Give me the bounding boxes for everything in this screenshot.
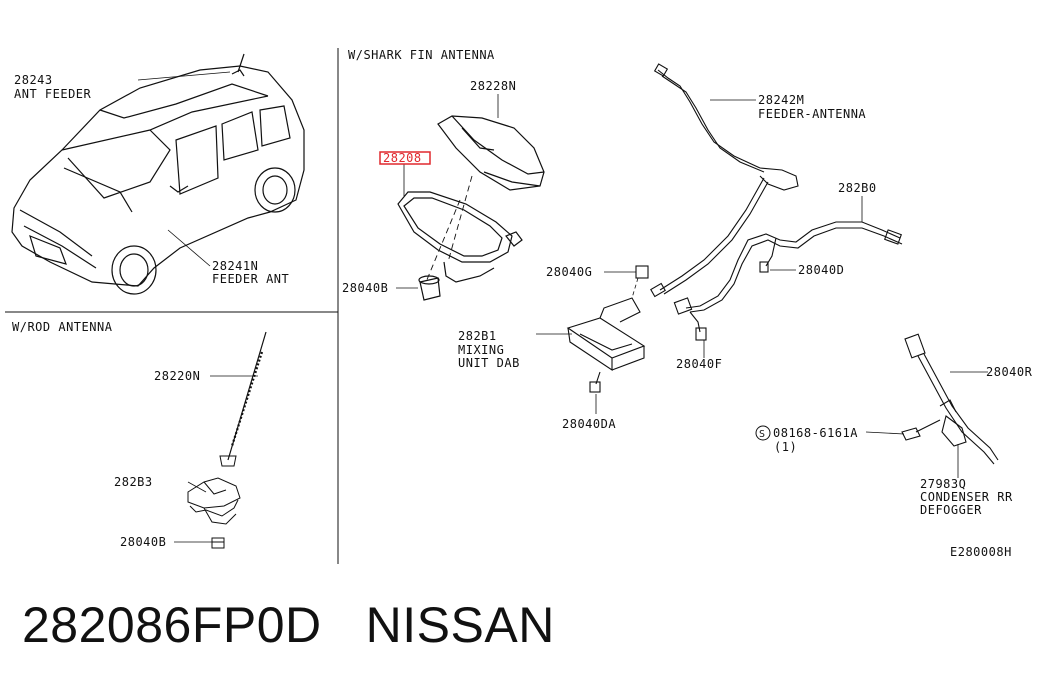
shark-fin-cover-illustration: [437, 115, 545, 191]
figure-code: E280008H: [950, 545, 1012, 559]
callout-rod[interactable]: 28220N: [154, 369, 200, 383]
callout-clip-d[interactable]: 28040D: [798, 263, 844, 277]
condenser-rr-defogger-illustration: [901, 333, 999, 465]
callout-bolt-qty: (1): [774, 440, 797, 454]
callout-mixing-line1: MIXING: [458, 343, 504, 357]
bolt-symbol: S: [759, 429, 766, 440]
brand-name: NISSAN: [365, 597, 555, 653]
antenna-harness: [673, 221, 903, 341]
callout-harness[interactable]: 282B0: [838, 181, 877, 195]
callout-condenser-number[interactable]: 27983Q: [920, 477, 966, 491]
callout-feeder-antenna-number[interactable]: 28242M: [758, 93, 804, 107]
callout-clip-da[interactable]: 28040DA: [562, 417, 616, 431]
rod-antenna-illustration: [187, 331, 267, 549]
part-number: 282086FP0D: [22, 597, 322, 653]
feeder-antenna-cable: [650, 63, 799, 298]
callout-condenser-line2: DEFOGGER: [920, 503, 982, 517]
callout-clip-f[interactable]: 28040F: [676, 357, 722, 371]
shark-fin-antenna-illustration: [397, 191, 523, 301]
callout-ant-feeder-name: ANT FEEDER: [14, 87, 92, 101]
panel-label-shark-fin: W/SHARK FIN ANTENNA: [348, 48, 495, 62]
callout-condenser-line1: CONDENSER RR: [920, 490, 1013, 504]
selected-part-highlight[interactable]: [379, 151, 431, 165]
mixing-unit-illustration: [566, 265, 649, 393]
callout-feeder-antenna-name: FEEDER-ANTENNA: [758, 107, 866, 121]
callout-clip-g[interactable]: 28040G: [546, 265, 592, 279]
callout-rod-base[interactable]: 282B3: [114, 475, 153, 489]
panel-label-rod: W/ROD ANTENNA: [12, 320, 113, 334]
callout-fin-clip[interactable]: 28040B: [342, 281, 388, 295]
callout-mixing-number[interactable]: 282B1: [458, 329, 497, 343]
callout-mixing-line2: UNIT DAB: [458, 356, 520, 370]
callout-rod-clip[interactable]: 28040B: [120, 535, 166, 549]
vehicle-illustration: [11, 53, 305, 295]
callout-fin-antenna[interactable]: 28208: [383, 151, 422, 165]
callout-feeder-ant-name: FEEDER ANT: [212, 272, 289, 286]
footer-title: 282086FP0D NISSAN: [22, 596, 599, 654]
callout-bolt[interactable]: 08168-6161A: [773, 426, 858, 440]
callout-fin-cover[interactable]: 28228N: [470, 79, 516, 93]
callout-feeder-ant-number[interactable]: 28241N: [212, 259, 258, 273]
callout-ant-feeder-number[interactable]: 28243: [14, 73, 53, 87]
callout-clip-r[interactable]: 28040R: [986, 365, 1033, 379]
